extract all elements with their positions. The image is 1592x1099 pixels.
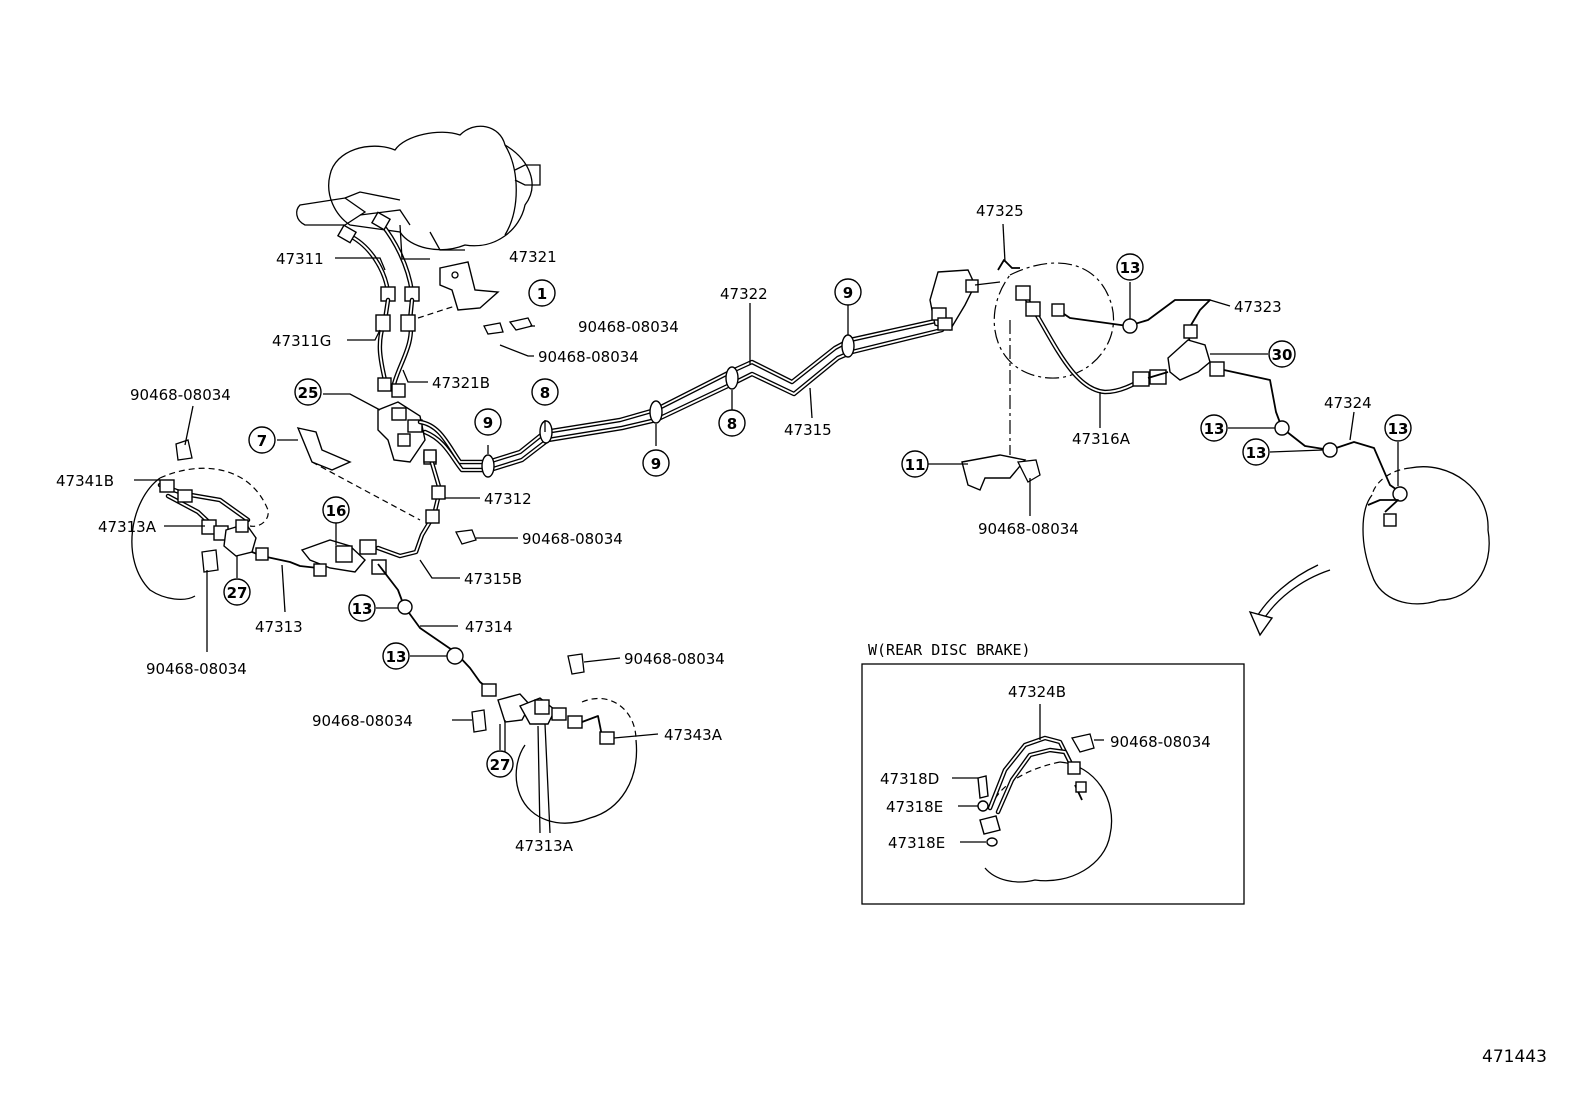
callout-7: 7 <box>257 432 267 450</box>
main-tube-47322 <box>417 317 945 478</box>
front-right-brake-area <box>471 653 638 824</box>
bracket-7 <box>296 427 421 521</box>
inset-title: W(REAR DISC BRAKE) <box>868 641 1031 659</box>
junction-16 <box>300 539 387 575</box>
master-cylinder-tubes <box>336 211 420 398</box>
callout-8-b: 8 <box>727 415 737 433</box>
label-47313A-left: 47313A <box>98 518 157 536</box>
label-47343A: 47343A <box>664 726 723 744</box>
callout-13-e: 13 <box>1246 444 1267 462</box>
label-47324: 47324 <box>1324 394 1372 412</box>
joint-30 <box>1147 339 1225 385</box>
callout-8-a: 8 <box>540 384 550 402</box>
label-90468-f: 90468-08034 <box>146 660 247 678</box>
callout-9-a: 9 <box>483 414 493 432</box>
label-47312: 47312 <box>484 490 532 508</box>
callout-circles <box>223 253 1412 778</box>
brake-booster-assembly <box>296 125 541 251</box>
label-47311: 47311 <box>276 250 324 268</box>
callout-13-a: 13 <box>352 600 373 618</box>
label-47313: 47313 <box>255 618 303 636</box>
callout-13-d: 13 <box>1204 420 1225 438</box>
callout-13-f: 13 <box>1388 420 1409 438</box>
label-47321: 47321 <box>509 248 557 266</box>
label-47324B: 47324B <box>1008 683 1066 701</box>
callout-27-a: 27 <box>227 584 248 602</box>
callout-13-c: 13 <box>1120 259 1141 277</box>
callout-13-b: 13 <box>386 648 407 666</box>
tube-47312 <box>375 449 446 559</box>
front-left-brake-area <box>131 439 327 601</box>
rear-right-drum <box>993 262 1115 379</box>
label-90468-i: 90468-08034 <box>1110 733 1211 751</box>
callout-16: 16 <box>326 502 347 520</box>
label-47315: 47315 <box>784 421 832 439</box>
leader-lines <box>134 224 1399 843</box>
callout-9-c: 9 <box>843 284 853 302</box>
callout-9-b: 9 <box>651 455 661 473</box>
proportioning-valve <box>929 269 1001 331</box>
label-47316A: 47316A <box>1072 430 1131 448</box>
label-90468-d: 90468-08034 <box>522 530 623 548</box>
inset-rear-disc-brake <box>861 663 1245 905</box>
label-47318E-b: 47318E <box>888 834 945 852</box>
callout-27-b: 27 <box>490 756 511 774</box>
clip-center <box>455 529 477 545</box>
callout-1: 1 <box>537 285 547 303</box>
label-90468-a: 90468-08034 <box>578 318 679 336</box>
clip-group-top <box>483 317 533 335</box>
label-47313A-right: 47313A <box>515 837 574 855</box>
callout-25: 25 <box>298 384 319 402</box>
label-90468-g: 90468-08034 <box>312 712 413 730</box>
rear-right-drum-lower <box>1362 466 1490 605</box>
tube-47314 <box>377 563 497 697</box>
bracket-11 <box>961 454 1041 491</box>
figure-id: 471443 <box>1482 1047 1547 1067</box>
label-47325: 47325 <box>976 202 1024 220</box>
label-47314: 47314 <box>465 618 513 636</box>
label-47321B: 47321B <box>432 374 490 392</box>
label-47311G: 47311G <box>272 332 331 350</box>
label-90468-b: 90468-08034 <box>538 348 639 366</box>
label-47322: 47322 <box>720 285 768 303</box>
label-47323: 47323 <box>1234 298 1282 316</box>
callout-30: 30 <box>1272 346 1293 364</box>
label-47315B: 47315B <box>464 570 522 588</box>
inset-arrow <box>1248 564 1331 637</box>
label-47318D: 47318D <box>880 770 939 788</box>
label-90468-c: 90468-08034 <box>130 386 231 404</box>
tube-47324 <box>1223 369 1408 527</box>
label-90468-h: 90468-08034 <box>978 520 1079 538</box>
label-47341B: 47341B <box>56 472 114 490</box>
bracket-47325 <box>997 223 1020 271</box>
label-90468-e: 90468-08034 <box>624 650 725 668</box>
label-47318E-a: 47318E <box>886 798 943 816</box>
tube-47323 <box>1051 299 1211 346</box>
bracket-1 <box>417 261 500 319</box>
flex-hose-47316A <box>1009 285 1150 455</box>
callout-11: 11 <box>905 456 926 474</box>
